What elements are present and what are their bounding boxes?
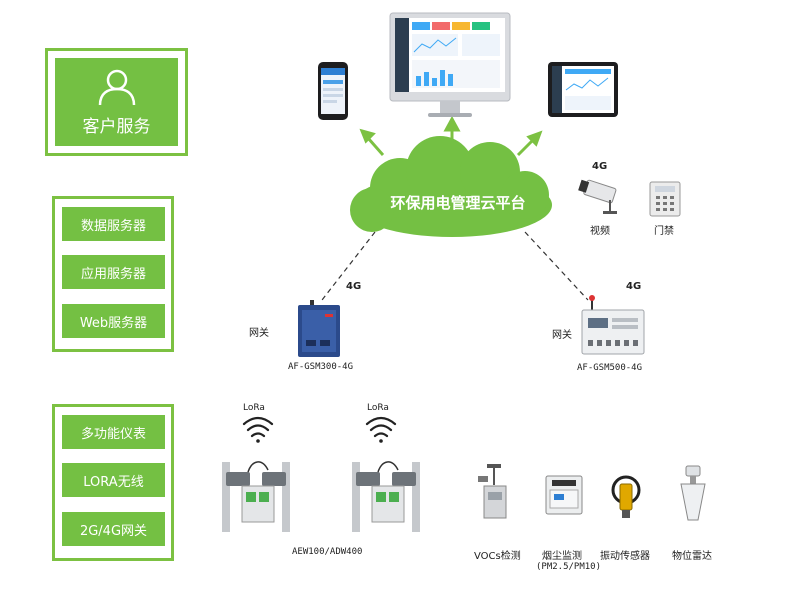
wifi-icon-1 [242, 416, 274, 443]
right-gateway-network-label: 4G [626, 281, 642, 292]
lora-wireless-label: LORA无线 [83, 474, 144, 490]
radar-label: 物位雷达 [672, 551, 712, 562]
gateway-gsm500-icon [581, 295, 645, 355]
app-server-tile: 应用服务器 [62, 255, 165, 289]
data-server-tile: 数据服务器 [62, 207, 165, 241]
dust-sub-label: (PM2.5/PM10) [536, 562, 602, 572]
door-access-icon [649, 181, 681, 217]
camera-network-label: 4G [592, 161, 608, 172]
door-access-label: 门禁 [654, 226, 674, 237]
tablet-icon [548, 62, 618, 117]
meter-assembly-2 [352, 461, 420, 532]
multifunction-meter-label: 多功能仪表 [80, 426, 146, 442]
right-gateway-model: AF-GSM500-4G [577, 363, 643, 373]
vocs-label: VOCs检测 [474, 551, 521, 562]
video-label: 视频 [590, 226, 610, 237]
web-server-tile: Web服务器 [62, 304, 165, 338]
customer-service-label: 客户服务 [82, 116, 151, 137]
arrow-to-tablet [516, 130, 543, 157]
lora-label-1: LoRa [243, 403, 265, 413]
vocs-detector-icon [478, 464, 507, 519]
gateway-gsm300-icon [298, 300, 340, 357]
meter-assembly-1 [222, 461, 290, 532]
vibration-label: 振动传感器 [600, 551, 650, 562]
dust-label: 烟尘监测 [542, 551, 582, 562]
meter-model-label: AEW100/ADW400 [292, 547, 363, 557]
left-gateway-label: 网关 [249, 328, 269, 339]
cloud-platform-label: 环保用电管理云平台 [390, 194, 526, 212]
lora-label-2: LoRa [367, 403, 389, 413]
video-camera-icon [578, 179, 617, 214]
right-gateway-label: 网关 [552, 330, 572, 341]
multifunction-meter-tile: 多功能仪表 [62, 415, 165, 449]
app-server-label: 应用服务器 [80, 266, 146, 282]
link-right-gateway [524, 231, 589, 301]
arrow-to-phone [359, 128, 385, 156]
user-icon [98, 69, 135, 105]
level-radar-icon [680, 465, 706, 521]
wifi-icon-2 [365, 416, 397, 443]
data-server-label: 数据服务器 [80, 218, 146, 234]
monitor-icon [389, 12, 511, 117]
left-gateway-model: AF-GSM300-4G [288, 362, 354, 372]
vibration-sensor-icon [611, 475, 641, 518]
gateway-2g4g-label: 2G/4G网关 [79, 523, 148, 539]
phone-icon [318, 62, 348, 120]
gateway-2g4g-tile: 2G/4G网关 [62, 512, 165, 546]
customer-service-tile: 客户服务 [55, 58, 178, 146]
lora-wireless-tile: LORA无线 [62, 463, 165, 497]
left-gateway-network-label: 4G [346, 281, 362, 292]
dust-monitor-icon [545, 475, 583, 515]
web-server-label: Web服务器 [79, 315, 148, 331]
cloud-platform-shape [350, 136, 552, 237]
